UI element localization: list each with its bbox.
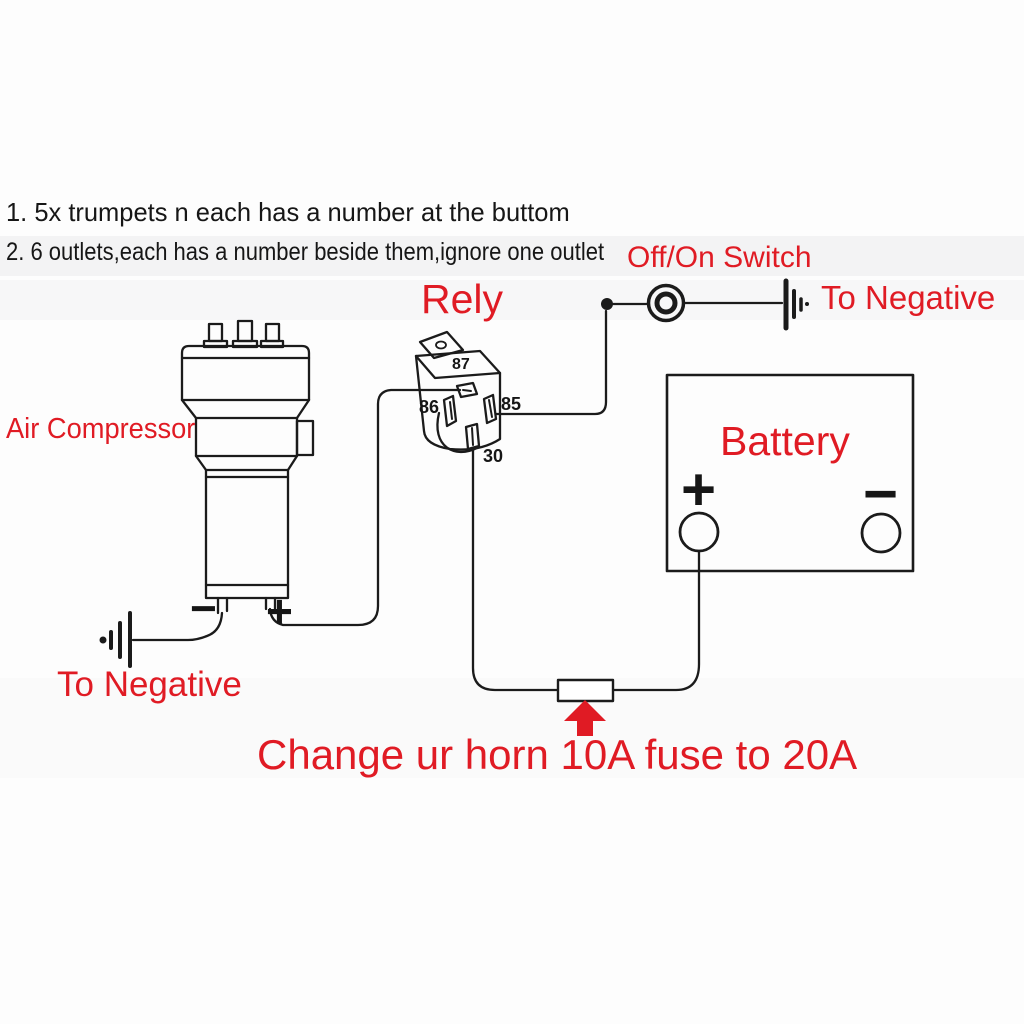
wire-relay85-to-switch	[494, 309, 608, 416]
to-negative-label-top: To Negative	[821, 279, 996, 316]
compressor-plus-terminal: +	[266, 585, 293, 637]
relay-pin-30: 30	[483, 446, 504, 466]
fuse-instruction-label: Change ur horn 10A fuse to 20A	[257, 731, 858, 778]
relay-pin-87: 87	[452, 356, 470, 373]
note-line-1: 1. 5x trumpets n each has a number at th…	[6, 197, 570, 227]
note-line-2: 2. 6 outlets,each has a number beside th…	[6, 238, 605, 266]
battery-drawing	[665, 373, 915, 573]
battery-plus-terminal: +	[681, 456, 717, 523]
wire-compressor-to-relay	[268, 388, 462, 627]
switch-label: Off/On Switch	[627, 241, 812, 274]
wire-compressor-to-ground	[131, 611, 224, 642]
switch-drawing	[611, 283, 784, 323]
air-compressor-label: Air Compressor	[6, 413, 196, 445]
relay-pin-86: 86	[419, 397, 440, 417]
fuse-arrow-icon	[564, 700, 606, 736]
relay-drawing	[414, 330, 502, 453]
wire-battery-to-fuse	[609, 549, 701, 692]
compressor-minus-terminal: −	[190, 582, 217, 634]
wire-relay30-to-fuse	[471, 447, 562, 692]
battery-label: Battery	[720, 418, 850, 464]
battery-minus-terminal: −	[863, 460, 899, 527]
ground-icon-right	[783, 278, 809, 331]
relay-pin-85: 85	[501, 394, 522, 414]
ground-icon-left	[99, 611, 132, 668]
to-negative-label-bottom: To Negative	[57, 665, 242, 704]
junction-dot	[601, 298, 613, 310]
fuse-drawing	[556, 678, 615, 703]
air-compressor-drawing	[180, 319, 315, 615]
relay-label: Rely	[421, 276, 504, 322]
